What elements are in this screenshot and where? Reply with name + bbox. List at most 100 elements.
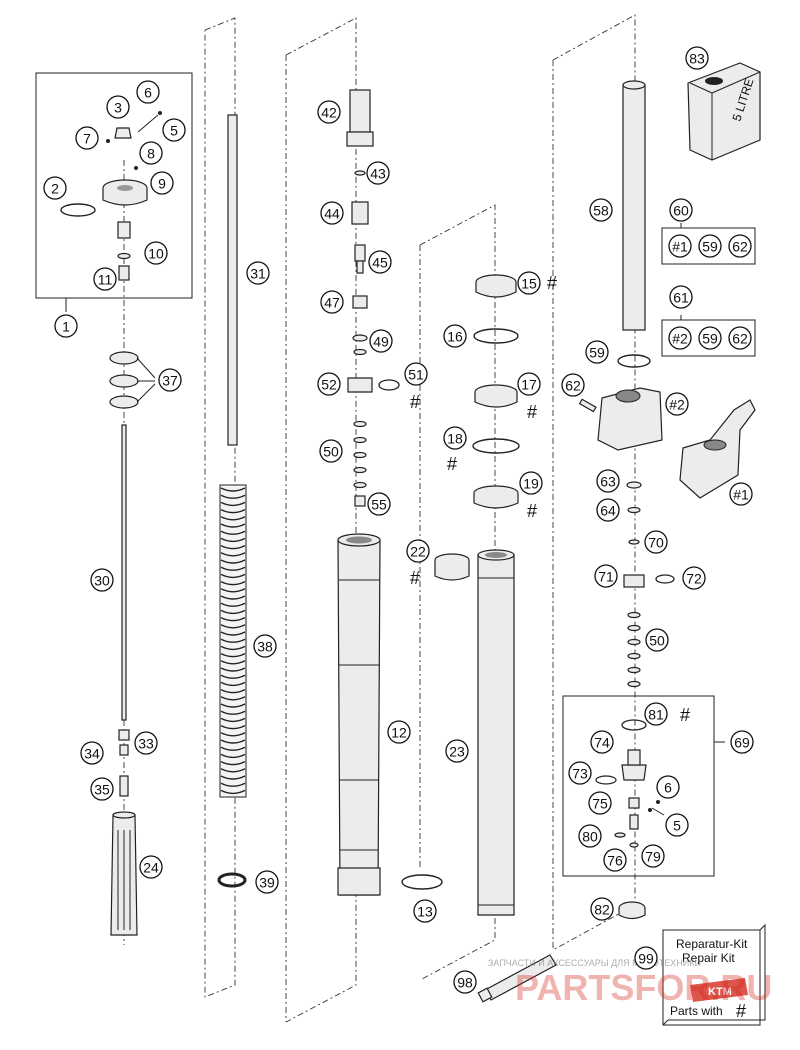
- spring-coil: [220, 544, 246, 550]
- callout-number: 49: [373, 334, 389, 350]
- callout-number: 42: [321, 105, 337, 121]
- callout-c51: 51: [404, 362, 428, 386]
- callout-c11: 11: [93, 267, 117, 291]
- callout-number: 33: [138, 736, 154, 752]
- callout-number: 98: [457, 975, 473, 991]
- callout-circle: [517, 271, 541, 295]
- callout-number: 59: [702, 331, 718, 347]
- callout-number: 13: [417, 904, 433, 920]
- spring-coil: [220, 602, 246, 607]
- callout-number: 39: [259, 875, 275, 891]
- spring-coil: [220, 753, 246, 759]
- callout-number: 73: [572, 766, 588, 782]
- part-callouts: 1235678910113730343335243138394243444547…: [43, 46, 754, 994]
- spring-coil: [220, 516, 246, 521]
- callout-c7: 7: [75, 126, 99, 150]
- callout-c76: 76: [603, 848, 627, 872]
- callout-c38: 38: [253, 634, 277, 658]
- callout-c79: 79: [641, 844, 665, 868]
- callout-circle: [369, 329, 393, 353]
- spring-coil: [220, 559, 246, 564]
- callout-c72: 72: [682, 566, 706, 590]
- callout-number: 23: [449, 744, 465, 760]
- callout-circle: [668, 234, 692, 258]
- callout-number: 8: [147, 146, 155, 162]
- callout-number: 11: [98, 272, 113, 288]
- callout-number: 71: [598, 569, 614, 585]
- callout-h2b: #2: [668, 326, 692, 350]
- callout-circle: [668, 326, 692, 350]
- callout-circle: [644, 530, 668, 554]
- callout-number: 35: [94, 782, 110, 798]
- callout-number: 59: [702, 239, 718, 255]
- spring-coil: [220, 487, 246, 492]
- callout-number: 61: [673, 290, 689, 306]
- callout-circle: [253, 634, 277, 658]
- spring-coil: [220, 501, 246, 507]
- callout-c83: 83: [685, 46, 709, 70]
- ktm-logo: KTM: [690, 978, 748, 1002]
- callout-number: 5: [170, 123, 178, 139]
- ktm-logo-text: KTM: [708, 986, 732, 998]
- callout-circle: [90, 777, 114, 801]
- callout-circle: [317, 100, 341, 124]
- watermark: ЗАПЧАСТИ И АКСЕССУАРЫ ДЛЯ МОТОТЕХНИКИ PA…: [488, 958, 772, 1008]
- spring-coil: [220, 760, 246, 766]
- callout-c47: 47: [320, 290, 344, 314]
- spring-coil: [220, 768, 246, 773]
- callout-number: 16: [447, 329, 463, 345]
- watermark-brand: PARTSFOR.RU: [515, 967, 772, 1008]
- callout-number: 50: [649, 633, 665, 649]
- callout-c33: 33: [134, 731, 158, 755]
- callout-number: 45: [372, 255, 388, 271]
- spring-coil: [220, 688, 246, 694]
- spring-coil: [220, 537, 246, 543]
- callout-circle: [158, 368, 182, 392]
- callout-circle: [43, 176, 67, 200]
- callout-circle: [698, 326, 722, 350]
- callout-c62a: 62: [561, 373, 585, 397]
- callout-circle: [698, 234, 722, 258]
- callout-c8: 8: [139, 141, 163, 165]
- callout-number: 55: [371, 497, 387, 513]
- callout-number: 17: [521, 377, 537, 393]
- spring-coil: [220, 508, 246, 514]
- callout-circle: [93, 267, 117, 291]
- base-valve-group: [562, 695, 725, 877]
- spring-coil: [220, 645, 246, 651]
- grease-tube: [477, 954, 557, 1003]
- callout-circle: [366, 161, 390, 185]
- spring-coil: [220, 552, 246, 557]
- callout-circle: [246, 261, 270, 285]
- callout-circle: [136, 80, 160, 104]
- spring-coil: [220, 652, 246, 658]
- callout-number: 51: [408, 367, 424, 383]
- spring-coil: [220, 789, 246, 795]
- spring-coil: [220, 523, 246, 528]
- spring-coil: [220, 588, 246, 593]
- callout-number: 10: [148, 246, 164, 262]
- callout-c62c: 62: [728, 326, 752, 350]
- callout-c49: 49: [369, 329, 393, 353]
- callout-h1a: #1: [729, 482, 753, 506]
- callout-number: 37: [162, 373, 178, 389]
- callout-c5a: 5: [162, 118, 186, 142]
- repair-kit-legend: Reparatur-Kit Repair Kit Parts with # KT…: [662, 923, 766, 1026]
- callout-number: 64: [600, 503, 616, 519]
- callout-number: 59: [589, 345, 605, 361]
- callout-circle: [728, 326, 752, 350]
- callout-c30: 30: [90, 568, 114, 592]
- callout-c22: 22: [406, 539, 430, 563]
- callout-circle: [134, 731, 158, 755]
- hash-51: #: [410, 392, 420, 412]
- spring-coil: [220, 710, 246, 715]
- spring-coil: [220, 609, 246, 615]
- callout-circle: [729, 482, 753, 506]
- callout-c59c: 59: [698, 326, 722, 350]
- callout-circle: [106, 95, 130, 119]
- callout-number: 99: [638, 951, 654, 967]
- callout-number: 83: [689, 51, 705, 67]
- spring-coil: [220, 638, 246, 643]
- callout-number: 9: [158, 176, 166, 192]
- kit-line3: Parts with: [670, 1004, 723, 1018]
